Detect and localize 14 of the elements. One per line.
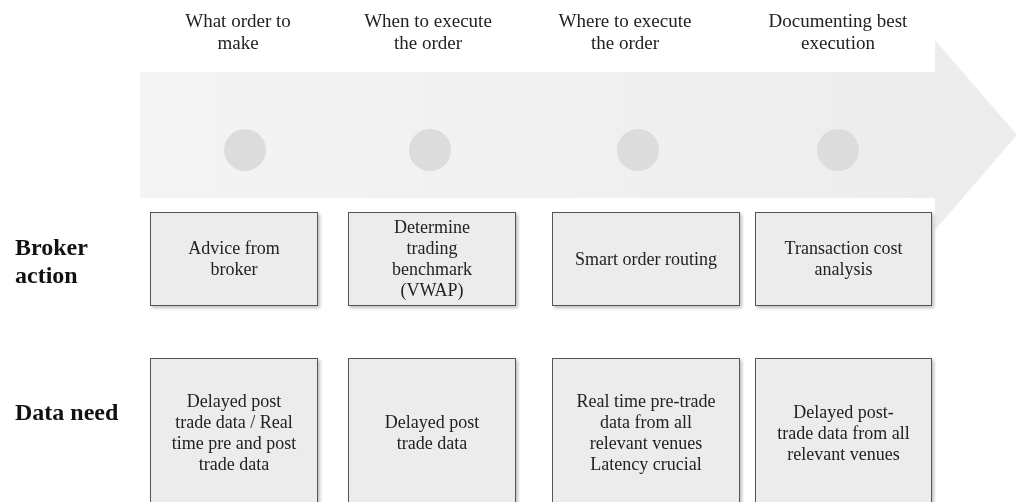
stage-heading: Where to execute the order [557,10,693,54]
process-box: Advice from broker [150,212,318,306]
process-box: Determine trading benchmark (VWAP) [348,212,516,306]
stage-heading: What order to make [184,10,292,54]
process-box: Delayed post trade data [348,358,516,502]
stage-heading: When to execute the order [363,10,493,54]
process-box: Delayed post-trade data from all relevant venues [755,358,932,502]
row-heading: Data need [15,398,120,426]
process-box: Delayed post trade data / Real time pre and post trade data [150,358,318,502]
process-box: Real time pre-trade data from all relevant venues Latency crucial [552,358,740,502]
process-box: Smart order routing [552,212,740,306]
process-box: Transaction cost analysis [755,212,932,306]
row-heading: Broker action [15,233,89,289]
stage-heading: Documenting best execution [767,10,909,54]
